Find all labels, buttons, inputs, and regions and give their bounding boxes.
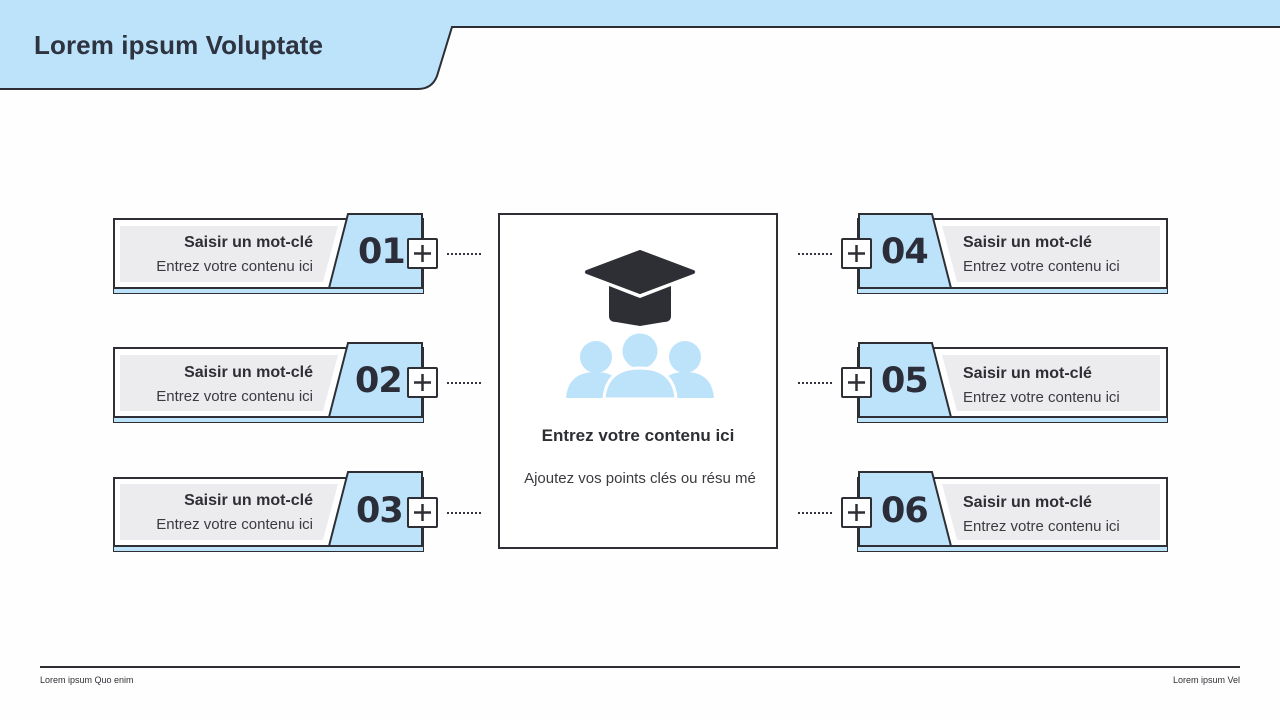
plus-icon[interactable] (841, 238, 872, 269)
connector-dots (447, 382, 481, 384)
item-keyword: Saisir un mot-clé (184, 234, 313, 251)
item-content: Entrez votre contenu ici (156, 258, 313, 275)
item-content: Entrez votre contenu ici (156, 516, 313, 533)
card-06-shape (857, 471, 1168, 552)
item-number: 05 (881, 361, 929, 401)
plus-icon[interactable] (407, 497, 438, 528)
footer-right-text: Lorem ipsum Vel (1172, 675, 1240, 685)
connector-dots (798, 382, 832, 384)
plus-icon[interactable] (841, 497, 872, 528)
item-content: Entrez votre contenu ici (963, 518, 1120, 535)
footer-divider (40, 666, 1240, 668)
header-banner (0, 0, 1280, 90)
item-keyword: Saisir un mot-clé (963, 234, 1092, 251)
plus-icon[interactable] (841, 367, 872, 398)
item-keyword: Saisir un mot-clé (963, 365, 1092, 382)
center-title: Entrez votre contenu ici (541, 426, 735, 445)
item-content: Entrez votre contenu ici (156, 388, 313, 405)
item-content: Entrez votre contenu ici (963, 389, 1120, 406)
item-keyword: Saisir un mot-clé (184, 492, 313, 509)
item-number: 02 (355, 361, 403, 401)
item-number: 06 (881, 491, 929, 531)
connector-dots (798, 253, 832, 255)
item-number: 01 (358, 232, 406, 272)
plus-icon[interactable] (407, 367, 438, 398)
footer-left-text: Lorem ipsum Quo enim (40, 675, 134, 685)
item-number: 04 (881, 232, 929, 272)
card-05-shape (857, 342, 1168, 423)
card-01-shape (113, 213, 424, 294)
graduation-group-icon (566, 250, 714, 401)
connector-dots (447, 512, 481, 514)
page-title: Lorem ipsum Voluptate (34, 30, 324, 60)
item-keyword: Saisir un mot-clé (184, 364, 313, 381)
item-content: Entrez votre contenu ici (963, 258, 1120, 275)
card-02-shape (113, 342, 424, 423)
center-subtitle: Ajoutez vos points clés ou résu mé (524, 470, 756, 487)
plus-icon[interactable] (407, 238, 438, 269)
card-04-shape (857, 213, 1168, 294)
item-keyword: Saisir un mot-clé (963, 494, 1092, 511)
connector-dots (798, 512, 832, 514)
item-number: 03 (356, 491, 404, 531)
card-03-shape (113, 471, 424, 552)
connector-dots (447, 253, 481, 255)
